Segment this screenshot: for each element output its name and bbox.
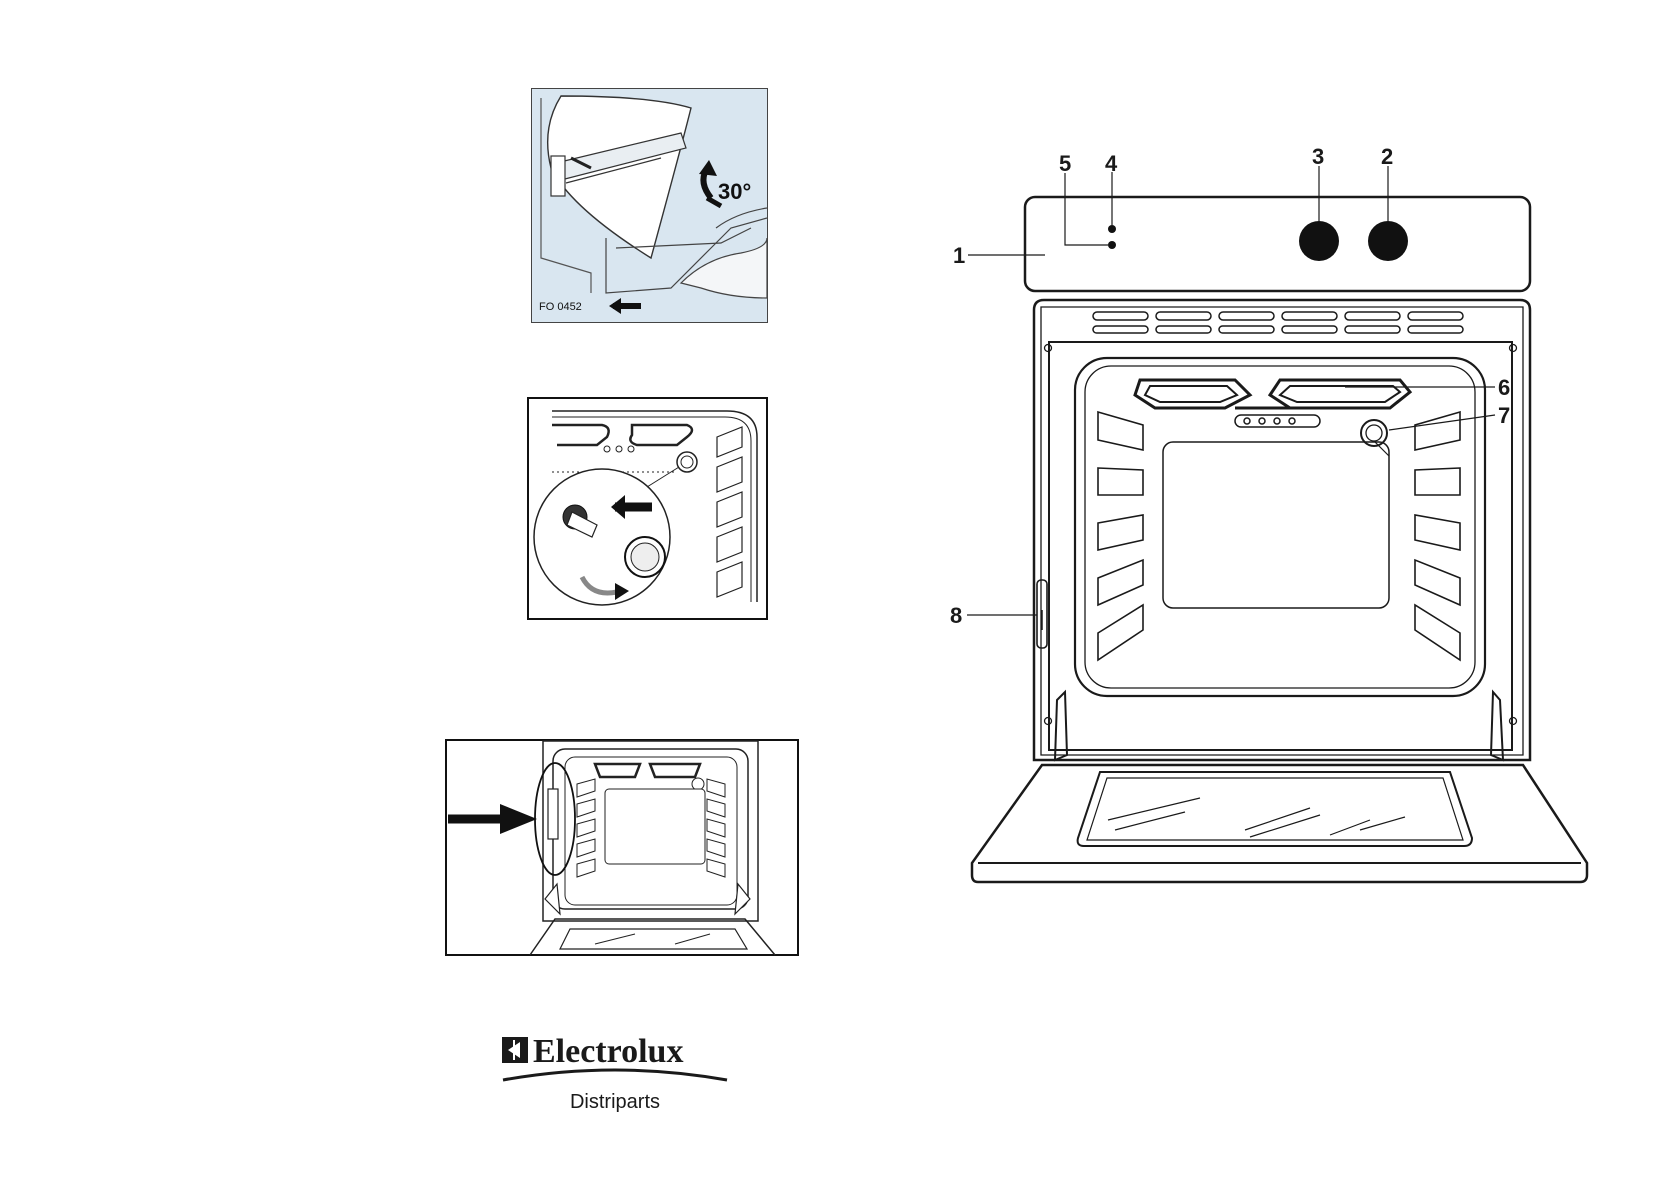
brand-name: Electrolux xyxy=(533,1033,683,1070)
brand-subtitle: Distriparts xyxy=(570,1091,660,1113)
oven-front-illustration: 1 2 3 4 5 6 7 8 xyxy=(945,140,1605,900)
lamp-replacement-figure xyxy=(527,397,768,620)
indicator-light-4 xyxy=(1108,225,1116,233)
callout-6: 6 xyxy=(1498,375,1510,400)
door-removal-illustration: 30° FO 0452 xyxy=(531,88,768,323)
door-catch-illustration xyxy=(445,739,799,956)
door-angle-label: 30° xyxy=(718,179,751,204)
callout-1: 1 xyxy=(953,243,965,268)
electrolux-logo-mark: Electrolux Distriparts xyxy=(500,1030,730,1125)
callout-2: 2 xyxy=(1381,144,1393,169)
callout-4: 4 xyxy=(1105,151,1118,176)
lamp-replacement-illustration xyxy=(527,397,768,620)
callout-3: 3 xyxy=(1312,144,1324,169)
callout-5: 5 xyxy=(1059,151,1071,176)
electrolux-logo: Electrolux Distriparts xyxy=(500,1030,730,1125)
oven-front-diagram: 1 2 3 4 5 6 7 8 xyxy=(945,140,1605,900)
callout-7: 7 xyxy=(1498,403,1510,428)
function-knob[interactable] xyxy=(1299,221,1339,261)
indicator-light-5 xyxy=(1108,241,1116,249)
callout-8: 8 xyxy=(950,603,962,628)
door-removal-figure: 30° FO 0452 xyxy=(531,88,768,323)
thermostat-knob[interactable] xyxy=(1368,221,1408,261)
figure-code-label: FO 0452 xyxy=(539,301,582,313)
door-catch-figure xyxy=(445,739,799,956)
